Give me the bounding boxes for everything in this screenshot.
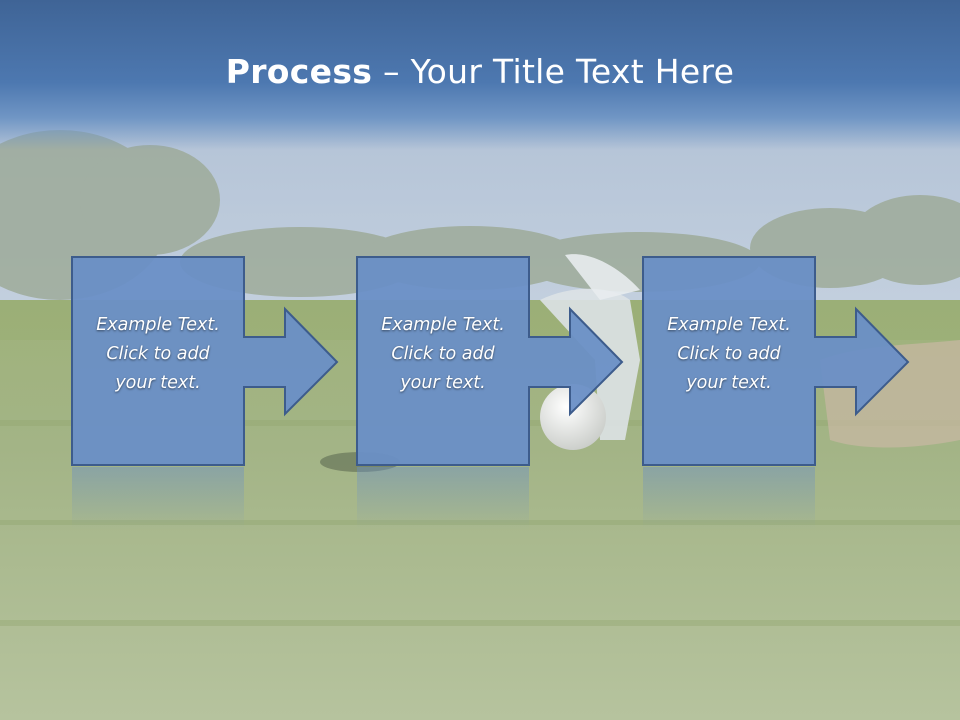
step-2-line-3: your text. [400, 373, 486, 393]
step-3-line-3: your text. [686, 373, 772, 393]
step-1-line-1: Example Text. [96, 315, 220, 335]
process-step-1[interactable] [71, 256, 339, 529]
step-2-line-2: Click to add [391, 344, 495, 364]
step-2-line-1: Example Text. [381, 315, 505, 335]
title-bold: Process [225, 52, 373, 91]
step-3-line-2: Click to add [677, 344, 781, 364]
step-1-text[interactable]: Example Text. Click to add your text. [72, 311, 244, 398]
process-step-3[interactable] [642, 256, 910, 529]
process-step-2[interactable] [356, 256, 624, 529]
step-3-text[interactable]: Example Text. Click to add your text. [643, 311, 815, 398]
slide-title[interactable]: Process – Your Title Text Here [0, 52, 960, 91]
step-2-text[interactable]: Example Text. Click to add your text. [357, 311, 529, 398]
step-1-line-2: Click to add [106, 344, 210, 364]
step-3-line-1: Example Text. [667, 315, 791, 335]
title-rest: – Your Title Text Here [372, 52, 735, 91]
step-1-line-3: your text. [115, 373, 201, 393]
title-band [0, 0, 960, 150]
